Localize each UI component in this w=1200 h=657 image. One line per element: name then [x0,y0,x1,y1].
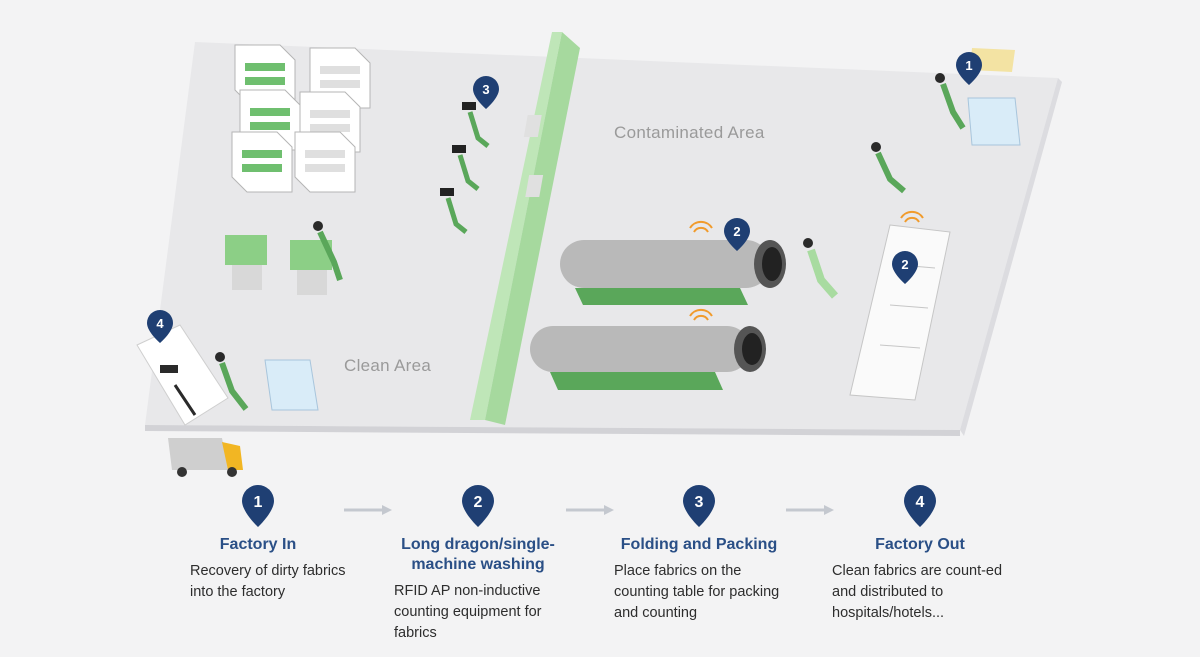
tunnel-washer-top [560,240,786,305]
process-steps: 1 Factory In Recovery of dirty fabrics i… [0,485,1200,657]
svg-text:2: 2 [901,257,908,272]
svg-text:2: 2 [733,224,740,239]
step-4-pin-icon: 4 [904,485,936,527]
tunnel-washer-bottom [530,326,766,390]
storage-shelves [231,44,371,193]
step-2-pin-icon: 2 [462,485,494,527]
step-1-description: Recovery of dirty fabrics into the facto… [190,563,346,600]
svg-text:1: 1 [965,58,972,73]
scene-pin-2: 2 [724,218,750,251]
factory-floor-illustration: 1 2 2 3 4 [136,32,1062,477]
step-3-title: Folding and Packing [620,536,778,553]
step-2: 2 Long dragon/single-machine washing RFI… [368,485,588,644]
arrow-right-icon [786,505,834,515]
step-3: 3 Folding and Packing Place fabrics on t… [589,485,809,624]
folding-stations [440,102,490,234]
svg-text:2: 2 [474,494,483,511]
clean-area-label: Clean Area [344,356,432,375]
step-4: 4 Factory Out Clean fabrics are count-ed… [810,485,1030,624]
washing-machines [849,224,951,401]
step-2-description: RFID AP non-inductive counting equipment… [394,583,542,641]
delivery-truck [168,438,243,477]
contaminated-area-label: Contaminated Area [614,123,765,142]
svg-text:4: 4 [916,494,925,511]
arrow-right-icon [344,505,392,515]
scene-pin-2b: 2 [892,251,918,284]
svg-text:3: 3 [695,494,704,511]
step-4-description: Clean fabrics are count-ed and distribut… [832,563,1003,621]
step-3-description: Place fabrics on the counting table for … [614,563,780,621]
step-3-pin-icon: 3 [683,485,715,527]
step-1-title: Factory In [219,536,297,553]
step-2-title: Long dragon/single-machine washing [401,536,555,573]
step-1: 1 Factory In Recovery of dirty fabrics i… [148,485,368,603]
rfid-signal-icon [689,211,924,321]
scene-pin-1: 1 [956,52,982,85]
dispatch-station [136,324,319,426]
arrow-right-icon [566,505,614,515]
scene-pin-4: 4 [147,310,173,343]
counting-tables [225,221,343,295]
scene-pin-3: 3 [473,76,499,109]
step-4-title: Factory Out [875,536,965,553]
step-1-pin-icon: 1 [242,485,274,527]
svg-text:4: 4 [156,316,164,331]
partition-wall [470,32,580,425]
svg-text:1: 1 [254,494,263,511]
svg-text:3: 3 [482,82,489,97]
factory-floor [145,42,1058,430]
